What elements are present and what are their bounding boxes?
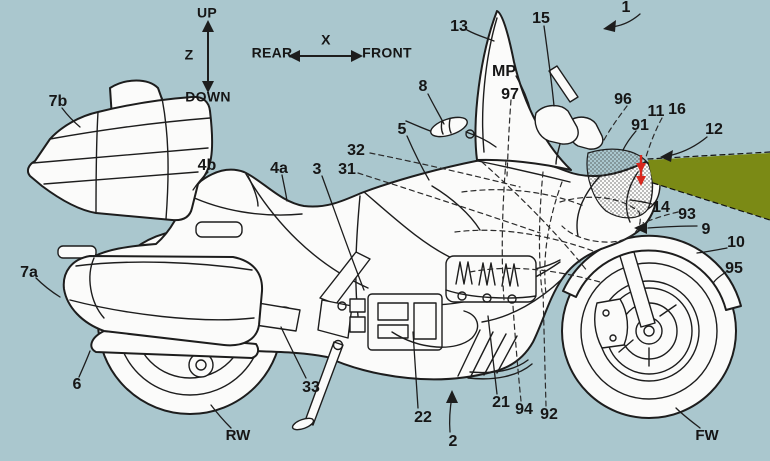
label-RW: RW — [226, 427, 252, 444]
screen-vent-slot — [548, 65, 579, 103]
sensor-beam — [648, 153, 770, 220]
hidden-lines — [454, 159, 641, 301]
label-5: 5 — [398, 121, 407, 138]
label-97: 97 — [501, 86, 519, 103]
label-7a: 7a — [20, 264, 38, 281]
label-X: X — [321, 32, 331, 48]
label-22: 22 — [414, 409, 432, 426]
label-31: 31 — [338, 161, 356, 178]
label-8: 8 — [419, 78, 428, 95]
kickstand — [291, 339, 344, 431]
label-4b: 4b — [198, 157, 217, 174]
label-2: 2 — [449, 433, 458, 450]
label-MP: MP — [492, 63, 516, 80]
label-4a: 4a — [270, 160, 288, 177]
label-13: 13 — [450, 18, 468, 35]
armrest — [195, 221, 243, 238]
saddlebag — [62, 255, 264, 359]
handlebar — [405, 116, 497, 148]
label-16: 16 — [668, 101, 686, 118]
grab-rail — [57, 245, 97, 259]
label-FRONT: FRONT — [362, 45, 412, 61]
beam-lower-edge — [652, 182, 770, 221]
beam-origin-arrows — [636, 155, 646, 186]
leader-lines — [35, 13, 728, 433]
label-12: 12 — [705, 121, 723, 138]
label-1: 1 — [622, 0, 631, 16]
label-14: 14 — [652, 199, 670, 216]
label-7b: 7b — [49, 93, 68, 110]
label-91: 91 — [631, 117, 649, 134]
label-9: 9 — [702, 221, 711, 238]
label-96: 96 — [614, 91, 632, 108]
x-axis-arrow — [288, 50, 363, 62]
label-10: 10 — [727, 234, 745, 251]
label-92: 92 — [540, 406, 558, 423]
label-94: 94 — [515, 401, 533, 418]
label-UP: UP — [197, 5, 217, 21]
dashed-leaders — [357, 99, 679, 407]
label-11: 11 — [648, 103, 665, 120]
label-Z: Z — [185, 47, 194, 63]
label-95: 95 — [725, 260, 743, 277]
label-REAR: REAR — [252, 45, 293, 61]
label-3: 3 — [313, 161, 322, 178]
label-15: 15 — [532, 10, 550, 27]
windscreen — [474, 10, 579, 171]
label-21: 21 — [492, 394, 510, 411]
rear-trunk — [26, 79, 243, 259]
z-axis-arrow — [202, 20, 214, 93]
label-32: 32 — [347, 142, 365, 159]
label-FW: FW — [695, 427, 719, 444]
mirror-pods — [534, 104, 604, 165]
engine-block — [251, 251, 537, 351]
motorcycle-drawing — [26, 10, 742, 431]
label-93: 93 — [678, 206, 696, 223]
label-DOWN: DOWN — [185, 89, 231, 105]
direction-indicators — [202, 20, 363, 93]
label-33: 33 — [302, 379, 320, 396]
label-6: 6 — [73, 376, 82, 393]
